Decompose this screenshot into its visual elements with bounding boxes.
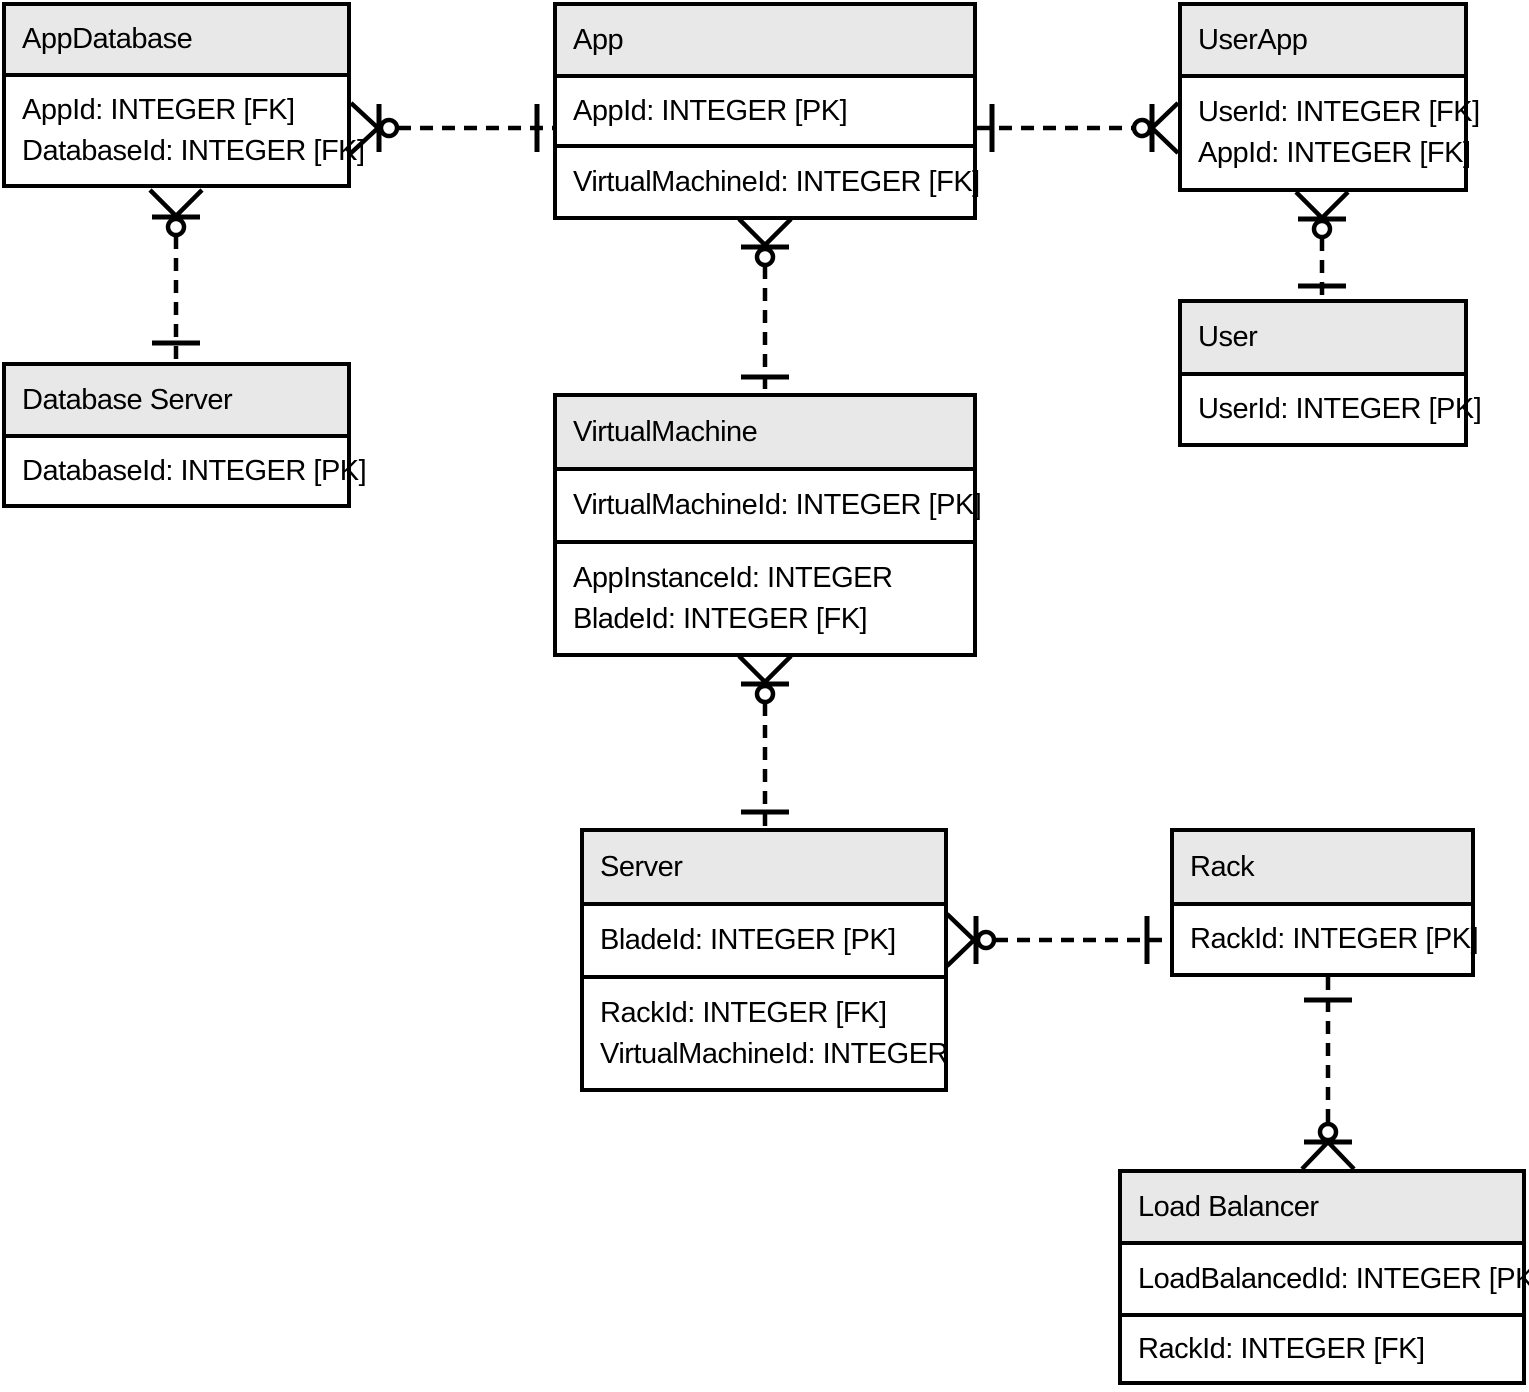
entity-title: Server [584,832,944,906]
zero-circle-icon [1317,1121,1339,1143]
crows-foot-many-icon [1294,190,1350,220]
attribute-row: UserId: INTEGER [PK] [1198,393,1482,425]
attribute-row: UserId: INTEGER [FK] [1198,96,1480,128]
zero-circle-icon [165,216,187,238]
attribute-row: RackId: INTEGER [FK] [1138,1332,1425,1365]
entity-title: AppDatabase [6,6,347,77]
zero-circle-icon [1311,218,1333,240]
entity-fk-section: RackId: INTEGER [FK] VirtualMachineId: I… [584,979,949,1088]
attribute-row: DatabaseId: INTEGER [FK] [22,134,365,167]
entity-fk-section: VirtualMachineId: INTEGER [FK] [557,148,980,216]
zero-circle-icon [754,246,776,268]
attribute-row: RackId: INTEGER [PK] [1190,923,1479,955]
attribute-row: AppId: INTEGER [FK] [22,93,295,126]
attribute-row: BladeId: INTEGER [FK] [573,602,868,635]
crows-foot-many-icon [737,654,793,684]
attribute-row: VirtualMachineId: INTEGER [FK] [573,165,980,198]
entity-fk-section: RackId: INTEGER [FK] [1122,1317,1522,1381]
zero-circle-icon [754,683,776,705]
relationship-appdatabase-app [349,101,553,155]
crows-foot-many-icon [737,217,793,247]
attribute-row: DatabaseId: INTEGER [PK] [22,454,367,487]
attribute-row: RackId: INTEGER [FK] [600,996,887,1029]
zero-circle-icon [975,929,997,951]
entity-title: App [557,6,973,78]
relationship-app-virtualmachine [737,217,793,393]
entity-pk-section: VirtualMachineId: INTEGER [PK] [557,471,982,544]
crows-foot-many-icon [945,912,976,968]
entity-databaseserver: Database Server DatabaseId: INTEGER [PK] [2,362,367,508]
attribute-row: AppId: INTEGER [FK] [1198,137,1471,169]
crows-foot-many-icon [1300,1140,1356,1171]
entity-pk-section: AppId: INTEGER [PK] [557,78,973,148]
entity-rack: Rack RackId: INTEGER [PK] [1170,828,1479,977]
attribute-row: AppId: INTEGER [PK] [573,94,848,127]
relationship-virtualmachine-server [737,654,793,828]
entity-server: Server BladeId: INTEGER [PK] RackId: INT… [580,828,949,1092]
relationship-app-userapp [977,101,1180,155]
entity-fk-section: AppInstanceId: INTEGER BladeId: INTEGER … [557,544,973,653]
entity-title: Database Server [6,366,347,438]
attribute-row: VirtualMachineId: INTEGER [PK] [573,489,982,521]
entity-title: Load Balancer [1122,1173,1522,1245]
entity-title: Rack [1174,832,1471,906]
entity-attributes: UserId: INTEGER [PK] [1182,376,1482,443]
entity-pk-section: BladeId: INTEGER [PK] [584,906,944,979]
entity-attributes: DatabaseId: INTEGER [PK] [6,438,367,504]
entity-app: App AppId: INTEGER [PK] VirtualMachineId… [553,2,980,220]
entity-attributes: RackId: INTEGER [PK] [1174,906,1479,973]
relationship-appdatabase-databaseserver [148,188,204,362]
relationship-rack-loadbalancer [1300,977,1356,1171]
relationship-server-rack [945,912,1170,968]
entity-loadbalancer: Load Balancer LoadBalancedId: INTEGER [P… [1118,1169,1529,1385]
attribute-row: LoadBalancedId: INTEGER [PK] [1138,1262,1529,1295]
zero-circle-icon [378,117,400,139]
attribute-row: VirtualMachineId: INTEGER [600,1037,949,1070]
entity-userapp: UserApp UserId: INTEGER [FK] AppId: INTE… [1178,2,1480,192]
entity-title: User [1182,303,1464,376]
crows-foot-many-icon [1150,101,1180,155]
zero-circle-icon [1131,117,1153,139]
entity-virtualmachine: VirtualMachine VirtualMachineId: INTEGER… [553,393,982,657]
attribute-row: AppInstanceId: INTEGER [573,561,893,594]
entity-attributes: UserId: INTEGER [FK] AppId: INTEGER [FK] [1182,78,1480,188]
entity-title: VirtualMachine [557,397,973,471]
relationship-userapp-user [1294,190,1350,299]
entity-title: UserApp [1182,6,1464,78]
entity-attributes: AppId: INTEGER [FK] DatabaseId: INTEGER … [6,77,365,184]
entity-appdatabase: AppDatabase AppId: INTEGER [FK] Database… [2,2,365,188]
entity-pk-section: LoadBalancedId: INTEGER [PK] [1122,1245,1529,1317]
entity-user: User UserId: INTEGER [PK] [1178,299,1482,447]
crows-foot-many-icon [148,188,204,218]
attribute-row: BladeId: INTEGER [PK] [600,924,896,956]
